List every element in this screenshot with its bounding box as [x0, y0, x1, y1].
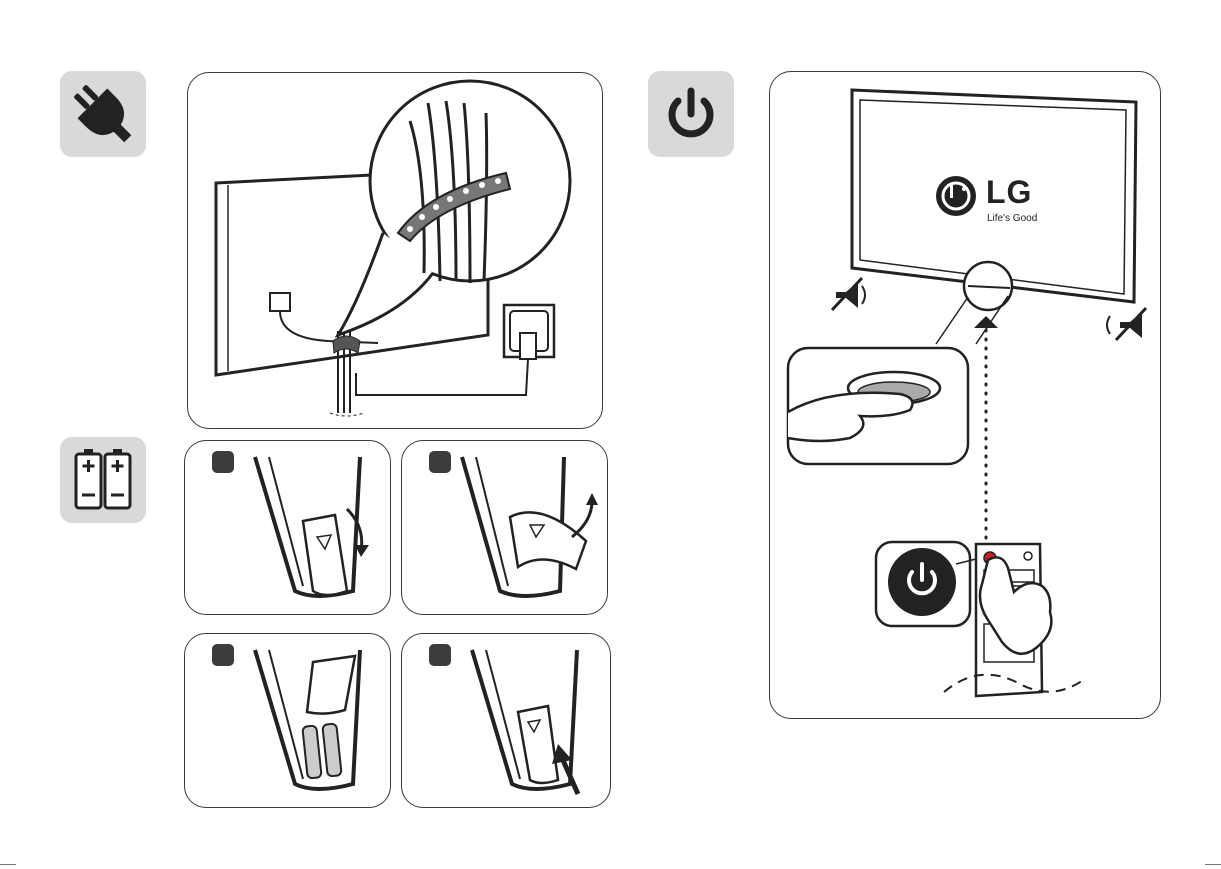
power-on-panel: LG Life's Good: [769, 71, 1161, 719]
power-tile: [648, 71, 734, 157]
remote-cover-open-illustration: [185, 441, 390, 614]
battery-step-3-panel: [184, 633, 391, 808]
battery-step-2-panel: [401, 440, 608, 615]
lg-tagline: Life's Good: [987, 213, 1037, 224]
battery-step-1-panel: [184, 440, 391, 615]
power-plug-icon: [60, 71, 146, 157]
power-plug-tile: [60, 71, 146, 157]
volume-mute-icon: [1107, 308, 1146, 340]
crop-mark: [1205, 864, 1221, 865]
cable-connection-panel: [187, 72, 603, 429]
tv-back-cable-illustration: [188, 73, 602, 428]
crop-mark: [0, 864, 16, 865]
batteries-insert-illustration: [185, 634, 390, 807]
lg-logo-text: LG: [986, 174, 1032, 211]
battery-step-4-panel: [401, 633, 611, 808]
remote-cover-close-illustration: [402, 634, 610, 807]
tv-front-power-illustration: [770, 72, 1160, 718]
power-icon: [648, 71, 734, 157]
remote-cover-lift-illustration: [402, 441, 607, 614]
batteries-icon: [60, 437, 146, 523]
volume-mute-icon: [832, 278, 865, 310]
batteries-tile: [60, 437, 146, 523]
